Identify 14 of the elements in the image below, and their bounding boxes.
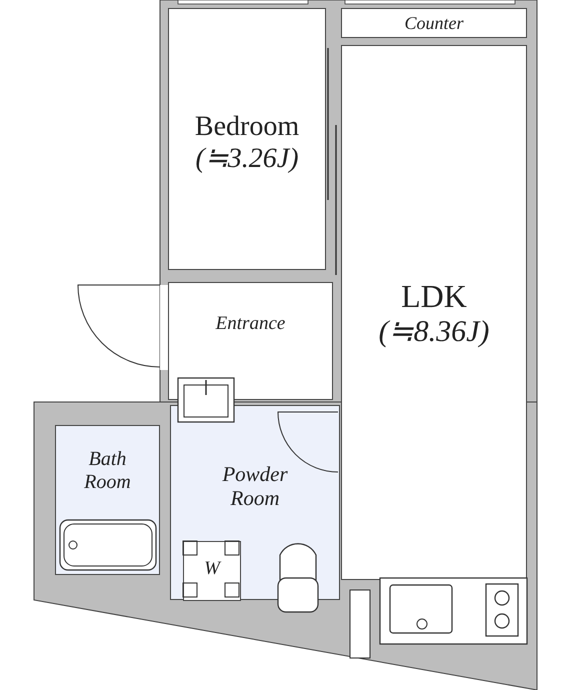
- room-label: Bedroom: [194, 111, 300, 144]
- area-label: (≒8.36J): [378, 314, 490, 350]
- room-label: Powder Room: [221, 462, 289, 510]
- room-area: [168, 8, 326, 270]
- room-area: [170, 405, 340, 600]
- room-label: W: [204, 558, 220, 580]
- room-label: LDK: [401, 278, 467, 315]
- room-label: Bath Room: [83, 448, 132, 494]
- room-label: Entrance: [216, 313, 286, 335]
- room-area: [168, 282, 333, 400]
- room-area: [341, 8, 527, 38]
- room-label: Counter: [404, 13, 464, 34]
- area-label: (≒3.26J): [195, 143, 299, 176]
- room-area: [341, 45, 527, 580]
